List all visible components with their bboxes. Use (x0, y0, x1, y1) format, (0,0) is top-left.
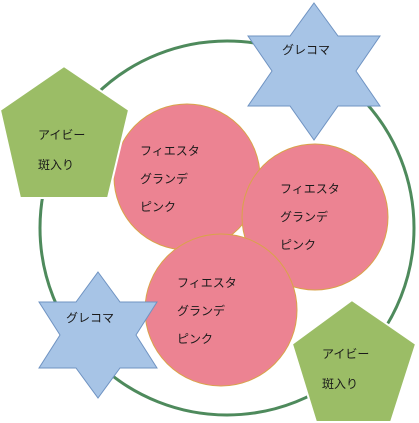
glechoma-star-1-shape (247, 2, 381, 141)
ivy-label-1: アイビー 斑入り (38, 120, 85, 180)
fiesta-label-3-line3: ピンク (177, 332, 214, 346)
fiesta-label-2: フィエスタ グランデ ピンク (280, 175, 340, 259)
fiesta-label-3-line1: フィエスタ (177, 276, 237, 290)
fiesta-label-1-line2: グランデ (140, 172, 189, 186)
glechoma-label-2-text: グレコマ (66, 311, 115, 325)
fiesta-label-1-line1: フィエスタ (140, 144, 200, 158)
fiesta-label-2-line3: ピンク (280, 238, 317, 252)
fiesta-label-3: フィエスタ グランデ ピンク (177, 269, 237, 353)
glechoma-label-1-text: グレコマ (282, 43, 331, 57)
ivy-label-2: アイビー 斑入り (322, 339, 369, 399)
fiesta-label-3-line2: グランデ (177, 304, 226, 318)
ivy-label-1-line2: 斑入り (38, 158, 75, 172)
fiesta-label-2-line2: グランデ (280, 210, 329, 224)
fiesta-label-1-line3: ピンク (140, 200, 177, 214)
fiesta-flower-2-shape (241, 143, 389, 291)
glechoma-star-2-shape (38, 271, 158, 399)
ivy-label-2-line2: 斑入り (322, 377, 359, 391)
planter-ring (38, 39, 416, 417)
ivy-pentagon-1-shape (0, 64, 131, 199)
glechoma-label-2: グレコマ (66, 304, 114, 332)
fiesta-label-1: フィエスタ グランデ ピンク (140, 137, 200, 221)
ivy-pentagon-2-shape (290, 298, 418, 423)
fiesta-label-2-line1: フィエスタ (280, 182, 340, 196)
ivy-label-2-line1: アイビー (322, 347, 370, 361)
ivy-label-1-line1: アイビー (38, 128, 86, 142)
glechoma-label-1: グレコマ (282, 36, 330, 64)
